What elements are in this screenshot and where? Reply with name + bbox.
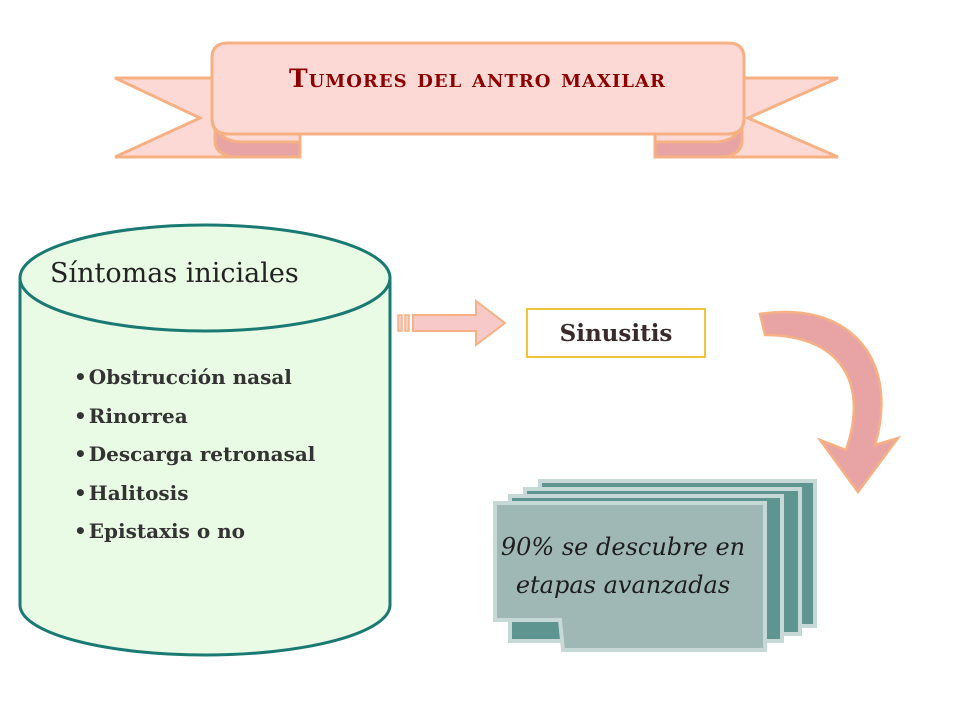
document-stack-icon xyxy=(493,479,817,652)
sinusitis-label: Sinusitis xyxy=(559,319,673,347)
right-arrow-icon xyxy=(397,298,507,348)
result-text: 90% se descubre en etapas avanzadas xyxy=(492,528,754,604)
banner-ribbon xyxy=(114,41,839,159)
banner-bottom-roll xyxy=(210,117,746,136)
page-title: Tumores del antro maxilar xyxy=(289,64,666,93)
result-line-2: etapas avanzadas xyxy=(515,571,731,599)
symptom-list: Obstrucción nasal Rinorrea Descarga retr… xyxy=(74,362,316,555)
result-line-1: 90% se descubre en xyxy=(500,533,746,561)
symptom-item: Rinorrea xyxy=(74,401,315,440)
doc-front xyxy=(493,501,767,652)
symptom-item: Epistaxis o no xyxy=(74,516,315,555)
cylinder-top xyxy=(18,223,392,333)
symptom-item: Halitosis xyxy=(74,478,315,517)
sinusitis-box: Sinusitis xyxy=(526,308,706,358)
symptom-item: Descarga retronasal xyxy=(74,439,316,478)
curved-arrow-icon xyxy=(758,310,902,495)
symptom-item: Obstrucción nasal xyxy=(74,362,315,401)
cylinder-heading: Síntomas iniciales xyxy=(50,258,299,289)
